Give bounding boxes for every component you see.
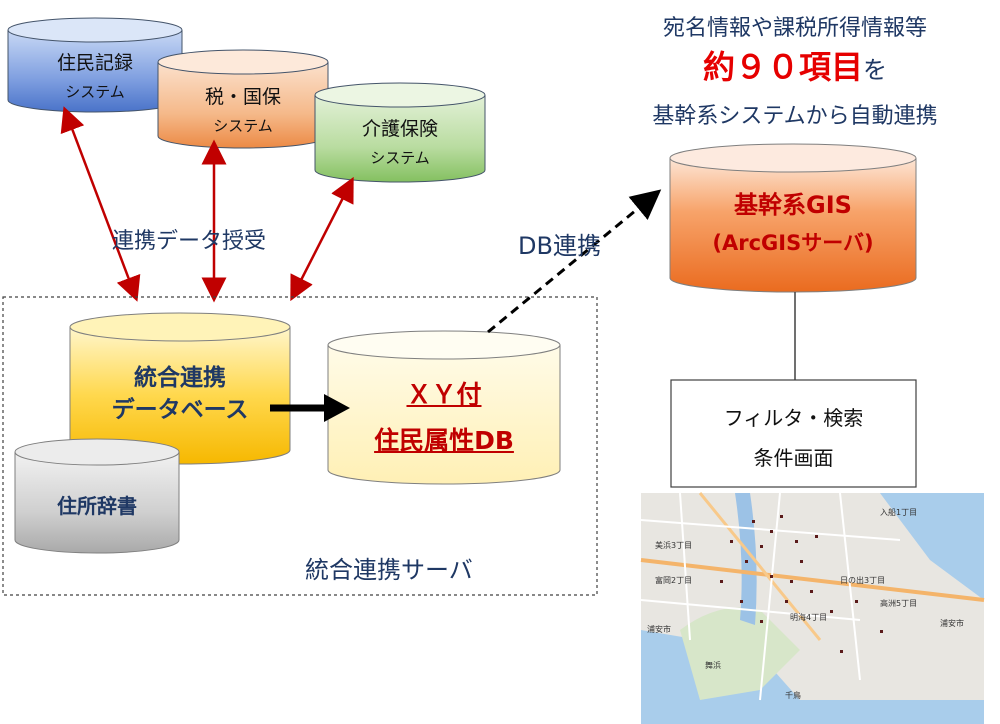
zei-system-label: 税・国保 システム [158,82,328,136]
xy-db-line1: ＸＹ付 [406,380,482,409]
headline-line3: 基幹系システムから自動連携 [652,104,938,129]
gis-db-cylinder [669,143,917,293]
kaigo-system-sub: システム [370,149,430,167]
headline-particle: を [863,56,887,84]
map-label: 高洲5丁目 [880,599,918,608]
togo-db-line1: 統合連携 [134,365,226,391]
jumin-system-cylinder [7,17,183,113]
map-label: 富岡2丁目 [655,576,693,585]
jusho-db-cylinder [14,438,180,554]
renkei-data-label: 連携データ授受 [112,229,267,254]
db-renkei-label: DB連携 [518,232,601,260]
gis-db-label: 基幹系GIS (ArcGISサーバ) [670,186,916,262]
gis-db-line1: 基幹系GIS [734,191,852,219]
togo-db-label: 統合連携 データベース [70,362,290,426]
zei-system-cylinder [157,49,329,149]
server-boundary [2,296,598,596]
filter-box-label: フィルタ・検索 条件画面 [671,398,916,478]
zei-system-sub: システム [213,117,273,135]
kaigo-link-arrow [290,176,354,302]
headline-highlight: 約９０項目 [702,48,863,86]
xy-db-line2: 住民属性DB [374,426,514,455]
kaigo-system-title: 介護保険 [361,118,438,140]
gis-db-line2: (ArcGISサーバ) [712,231,874,255]
map-label: 美浜3丁目 [655,541,693,550]
map-label: 千鳥 [785,691,801,700]
jumin-system-label: 住民記録 システム [8,48,182,102]
jusho-db-label: 住所辞書 [57,494,137,518]
jumin-system-sub: システム [65,83,125,101]
map-label: 日の出3丁目 [840,576,886,585]
filter-box-line2: 条件画面 [753,446,834,470]
zei-system-title: 税・国保 [204,86,281,108]
filter-box-line1: フィルタ・検索 [723,406,864,430]
filter-box [670,379,917,488]
map-label: 舞浜 [705,661,721,670]
kaigo-system-cylinder [314,82,486,183]
jumin-link-arrow [60,106,141,302]
db-link-arrow [487,189,662,334]
jumin-system-title: 住民記録 [56,52,133,74]
headline-line1: 宛名情報や課税所得情報等 [662,16,927,41]
xy-db-label: ＸＹ付 住民属性DB [328,372,560,464]
headline-line2: 約９０項目を [600,42,990,88]
map-label: 浦安市 [940,619,964,628]
map-label: 浦安市 [647,625,671,634]
kaigo-system-label: 介護保険 システム [315,114,485,168]
togo-db-line2: データベース [111,397,249,423]
map-label: 明海4丁目 [790,613,828,622]
xy-db-cylinder [327,330,561,485]
server-label: 統合連携サーバ [305,556,473,584]
map-label: 入船1丁目 [880,508,918,517]
map-image [640,492,985,724]
